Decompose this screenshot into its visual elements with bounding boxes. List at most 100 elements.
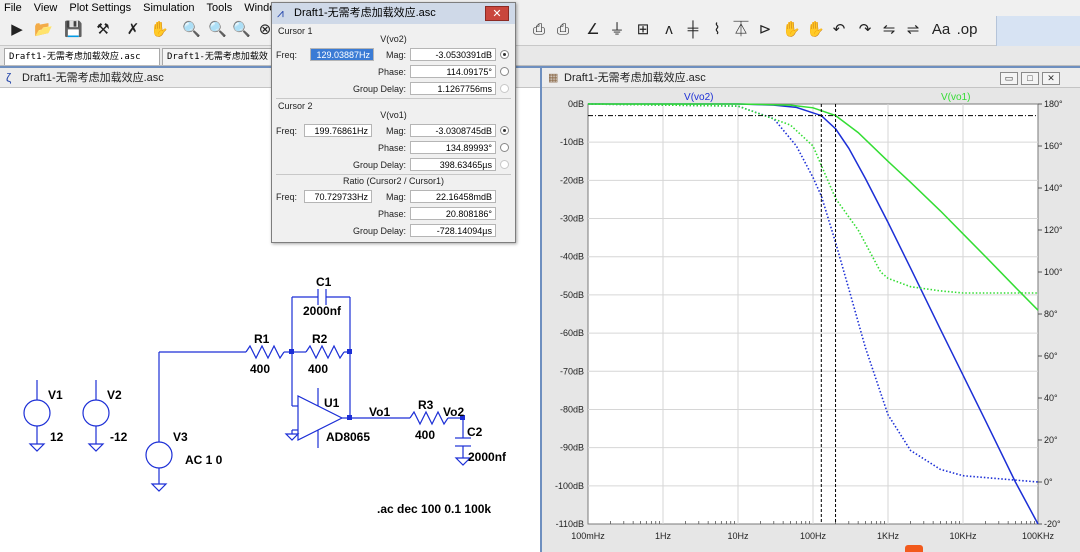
u1-value: AD8065 (326, 430, 371, 444)
dialog-close-button[interactable]: ✕ (485, 6, 509, 21)
cursor1-freq-field[interactable]: 129.03887Hz (310, 48, 374, 61)
cursor1-freq-label: Freq: (276, 50, 298, 60)
hammer-icon[interactable]: ⚒ (96, 21, 110, 38)
tab-schematic[interactable]: Draft1-无需考虑加载效 (162, 48, 272, 65)
waveform-icon: ⩘ (277, 6, 284, 20)
v1-value: 12 (50, 430, 64, 444)
cursor1-trace: V(vo2) (380, 34, 407, 44)
cursor1-mag-field[interactable]: -3.0530391dB (410, 48, 496, 61)
drag-icon[interactable]: ✋ (806, 21, 825, 38)
ratio-phase-field[interactable]: 20.808186° (410, 207, 496, 220)
undo-icon[interactable]: ↶ (832, 21, 846, 38)
cursor1-phase-field[interactable]: 114.09175° (410, 65, 496, 78)
cursor2-group-delay-radio[interactable] (500, 160, 509, 169)
tab-plot[interactable]: Draft1-无需考虑加载效应.asc (4, 48, 160, 65)
rotate-icon[interactable]: ⇋ (882, 21, 896, 38)
x-tick-label: 1Hz (655, 531, 672, 541)
ground-icon[interactable]: ⏚ (609, 21, 625, 38)
zoom-cancel-icon[interactable]: ⊗ (258, 21, 272, 38)
cursor-dialog-body: Cursor 1 V(vo2) Freq: 129.03887Hz Mag: -… (272, 24, 515, 242)
run-man-icon[interactable]: ✗ (126, 21, 140, 38)
y-left-tick-label: -80dB (560, 404, 584, 414)
v3-value: AC 1 0 (185, 453, 223, 467)
cursor2-trace: V(vo1) (380, 110, 407, 120)
text-icon[interactable]: Aa (931, 21, 951, 38)
minimize-button[interactable]: ▭ (1000, 72, 1018, 85)
net-vo2: Vo2 (443, 405, 465, 419)
cursor1-group-delay-radio[interactable] (500, 84, 509, 93)
cursor1-group-delay-field[interactable]: 1.1267756ms (410, 82, 496, 95)
separator (276, 98, 511, 99)
v2-ref: V2 (107, 388, 122, 402)
menu-file[interactable]: File (4, 2, 22, 14)
hand-icon[interactable]: ✋ (150, 21, 169, 38)
maximize-button[interactable]: □ (1021, 72, 1039, 85)
label-icon[interactable]: ⊞ (636, 21, 650, 38)
x-tick-label: 10Hz (727, 531, 749, 541)
cursor2-freq-field[interactable]: 199.76861Hz (304, 124, 372, 137)
cursor2-mag-radio[interactable] (500, 126, 509, 135)
y-left-tick-label: -50dB (560, 290, 584, 300)
diode-icon[interactable]: ⏄ (733, 21, 749, 38)
y-left-tick-label: -90dB (560, 443, 584, 453)
schematic-drawing (23, 289, 472, 492)
cursor1-mag-radio[interactable] (500, 50, 509, 59)
plot-pane-title[interactable]: Draft1-无需考虑加载效应.asc ▭ □ ✕ (542, 68, 1080, 88)
menu-tools[interactable]: Tools (206, 2, 233, 14)
mirror-icon[interactable]: ⇌ (906, 21, 920, 38)
move-icon[interactable]: ✋ (782, 21, 801, 38)
cursor2-phase-radio[interactable] (500, 143, 509, 152)
cursor2-phase-field[interactable]: 134.89993° (410, 141, 496, 154)
inductor-icon[interactable]: ⌇ (713, 21, 721, 38)
cursor2-group-label: Cursor 2 (278, 101, 313, 111)
print-setup-icon[interactable]: ⎙ (556, 21, 569, 38)
ratio-freq-field[interactable]: 70.729733Hz (304, 190, 372, 203)
cursor2-mag-field[interactable]: -3.0308745dB (410, 124, 496, 137)
y-left-tick-label: -30dB (560, 214, 584, 224)
y-left-tick-label: -60dB (560, 328, 584, 338)
ratio-group-delay-field[interactable]: -728.14094µs (410, 224, 496, 237)
v2-value: -12 (110, 430, 128, 444)
wire-icon[interactable]: ∠ (586, 21, 600, 38)
menu-simulation[interactable]: Simulation (143, 2, 195, 14)
ratio-mag-label: Mag: (385, 192, 406, 202)
taskbar-highlight (905, 545, 923, 552)
zoom-icon[interactable]: 🔍 (208, 21, 227, 38)
y-right-tick-label: -20° (1044, 519, 1061, 529)
menu-plot-settings[interactable]: Plot Settings (69, 2, 132, 14)
print-icon[interactable]: ⎙ (532, 21, 545, 38)
y-right-tick-label: 180° (1044, 99, 1063, 109)
y-right-tick-label: 60° (1044, 351, 1058, 361)
capacitor-icon[interactable]: ╪ (687, 21, 699, 38)
x-tick-label: 10KHz (949, 531, 977, 541)
ratio-freq-label: Freq: (276, 192, 298, 202)
y-right-tick-label: 80° (1044, 309, 1058, 319)
r2-value: 400 (308, 362, 329, 376)
net-vo1: Vo1 (369, 405, 391, 419)
cursor2-group-delay-field[interactable]: 398.63465µs (410, 158, 496, 171)
ratio-mag-field[interactable]: 22.16458mdB (410, 190, 496, 203)
y-right-tick-label: 20° (1044, 435, 1058, 445)
open-folder-icon[interactable]: 📂 (34, 21, 53, 38)
resistor-icon[interactable]: ʌ (665, 21, 673, 38)
menu-view[interactable]: View (33, 2, 58, 14)
zoom-out-icon[interactable]: 🔍 (232, 21, 251, 38)
vo2-phase-trace (587, 103, 1039, 483)
zoom-in-icon[interactable]: 🔍 (182, 21, 201, 38)
y-right-tick-label: 100° (1044, 267, 1063, 277)
cursor2-phase-label: Phase: (377, 143, 406, 153)
redo-icon[interactable]: ↷ (858, 21, 872, 38)
run-icon[interactable]: ▶ (11, 21, 23, 38)
y-left-tick-label: 0dB (568, 99, 584, 109)
component-icon[interactable]: ⊳ (758, 21, 772, 38)
cursor-dialog-title[interactable]: ⩘ Draft1-无需考虑加载效应.asc ✕ (272, 3, 515, 24)
y-left-tick-label: -70dB (560, 366, 584, 376)
close-pane-button[interactable]: ✕ (1042, 72, 1060, 85)
cursor1-phase-radio[interactable] (500, 67, 509, 76)
spice-directive-icon[interactable]: .op (956, 21, 978, 38)
cursor-dialog: ⩘ Draft1-无需考虑加载效应.asc ✕ Cursor 1 V(vo2) … (271, 2, 516, 243)
separator (276, 174, 511, 175)
save-icon[interactable]: 💾 (64, 21, 83, 38)
spice-directive[interactable]: .ac dec 100 0.1 100k (377, 502, 492, 516)
